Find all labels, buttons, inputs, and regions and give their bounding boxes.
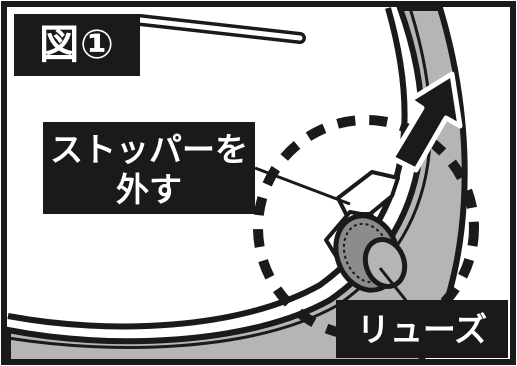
figure-number-label: 図① — [14, 14, 140, 76]
stopper-leader-line — [254, 166, 351, 206]
crown-callout: リューズ — [336, 300, 508, 358]
stopper-callout: ストッパーを 外す — [43, 122, 255, 214]
stopper-callout-line2: 外す — [116, 170, 182, 209]
stopper-callout-line1: ストッパーを — [50, 130, 248, 169]
up-right-arrow-icon — [389, 71, 463, 173]
dial-edge — [7, 7, 408, 330]
watch-hand-highlight — [137, 17, 303, 41]
